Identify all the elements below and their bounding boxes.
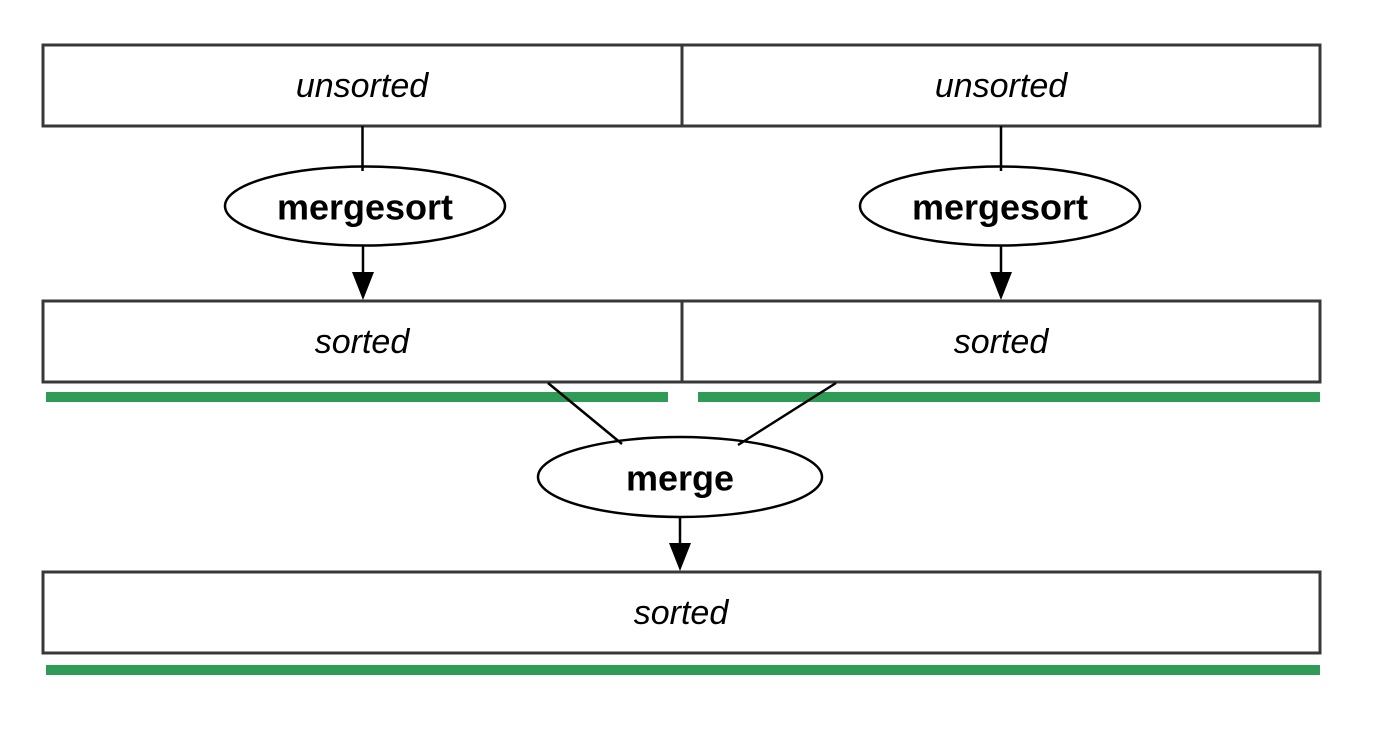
mergesort-right-label: mergesort bbox=[912, 187, 1088, 228]
sorted-left-box bbox=[41, 299, 684, 384]
arrowhead-mergesort-left bbox=[352, 272, 374, 300]
arrowhead-merge bbox=[669, 543, 691, 571]
unsorted-left-label: unsorted bbox=[296, 67, 429, 105]
unsorted-right-label: unsorted bbox=[935, 67, 1068, 105]
edge-sorted-right-to-merge bbox=[737, 381, 837, 447]
unsorted-right-box bbox=[680, 43, 1322, 128]
merge-label: merge bbox=[626, 458, 734, 499]
green-underline-left bbox=[46, 392, 668, 402]
sorted-right-box bbox=[680, 299, 1322, 384]
green-underline-right bbox=[698, 392, 1320, 402]
green-underline-bottom bbox=[46, 665, 1320, 675]
sorted-merged-box bbox=[41, 570, 1322, 655]
sorted-right-label: sorted bbox=[954, 323, 1050, 361]
sorted-left-label: sorted bbox=[315, 323, 411, 361]
arrowhead-mergesort-right bbox=[990, 272, 1012, 300]
mergesort-left-ellipse bbox=[223, 165, 507, 247]
sorted-merged-label: sorted bbox=[634, 594, 730, 632]
edge-sorted-left-to-merge bbox=[547, 382, 623, 445]
unsorted-left-box bbox=[41, 43, 684, 128]
mergesort-left-label: mergesort bbox=[277, 187, 453, 228]
